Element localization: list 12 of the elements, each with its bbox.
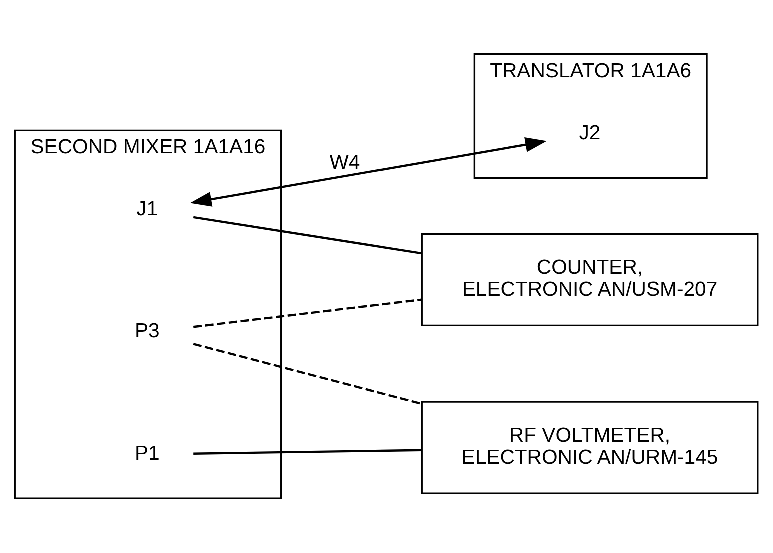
node-text: J2: [579, 122, 601, 144]
connector: [193, 216, 422, 255]
connector: [193, 298, 422, 328]
node-text: P3: [134, 320, 160, 343]
node-box: RF VOLTMETER, ELECTRONIC AN/URM-145: [421, 401, 759, 494]
node-box: COUNTER, ELECTRONIC AN/USM-207: [421, 233, 759, 327]
arrow: [190, 138, 547, 207]
connector: [193, 343, 422, 406]
connector: [194, 449, 422, 455]
edge-label: W4: [330, 152, 360, 174]
node-text: P1: [134, 442, 160, 465]
node-text: J1: [136, 198, 158, 221]
